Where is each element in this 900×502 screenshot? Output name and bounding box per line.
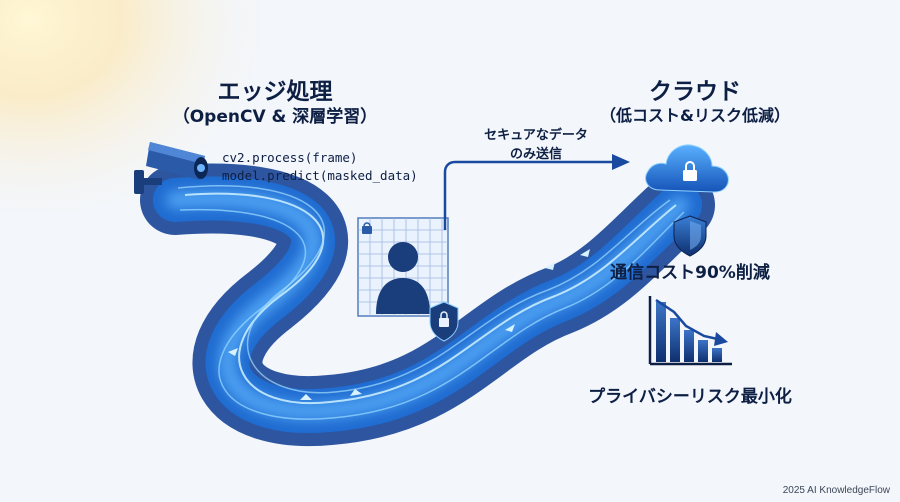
- code-line-predict: model.predict(masked_data): [222, 168, 418, 183]
- edge-subtitle: （OpenCV & 深層学習）: [172, 107, 378, 127]
- secure-transfer-arrow: [443, 154, 630, 230]
- shield-icon: [673, 215, 707, 257]
- privacy-risk-label: プライバシーリスク最小化: [588, 387, 792, 407]
- edge-title: エッジ処理: [217, 79, 333, 105]
- cloud-lock-icon: [645, 144, 729, 193]
- data-stream: [140, 163, 715, 447]
- cloud-title: クラウド: [649, 79, 741, 105]
- declining-bar-chart-icon: [648, 296, 732, 366]
- footer-credit: 2025 AI KnowledgeFlow: [782, 485, 890, 496]
- security-camera-icon: [134, 142, 208, 194]
- lock-shield-icon: [429, 301, 459, 342]
- code-line-process: cv2.process(frame): [222, 150, 358, 165]
- secure-transfer-label-line1: セキュアなデータ: [484, 128, 588, 143]
- secure-transfer-label-line2: のみ送信: [509, 147, 562, 162]
- masked-person-grid-icon: [357, 217, 449, 317]
- cloud-subtitle: （低コスト&リスク低減）: [600, 106, 790, 125]
- cost-reduction-label: 通信コスト90%削減: [610, 263, 770, 283]
